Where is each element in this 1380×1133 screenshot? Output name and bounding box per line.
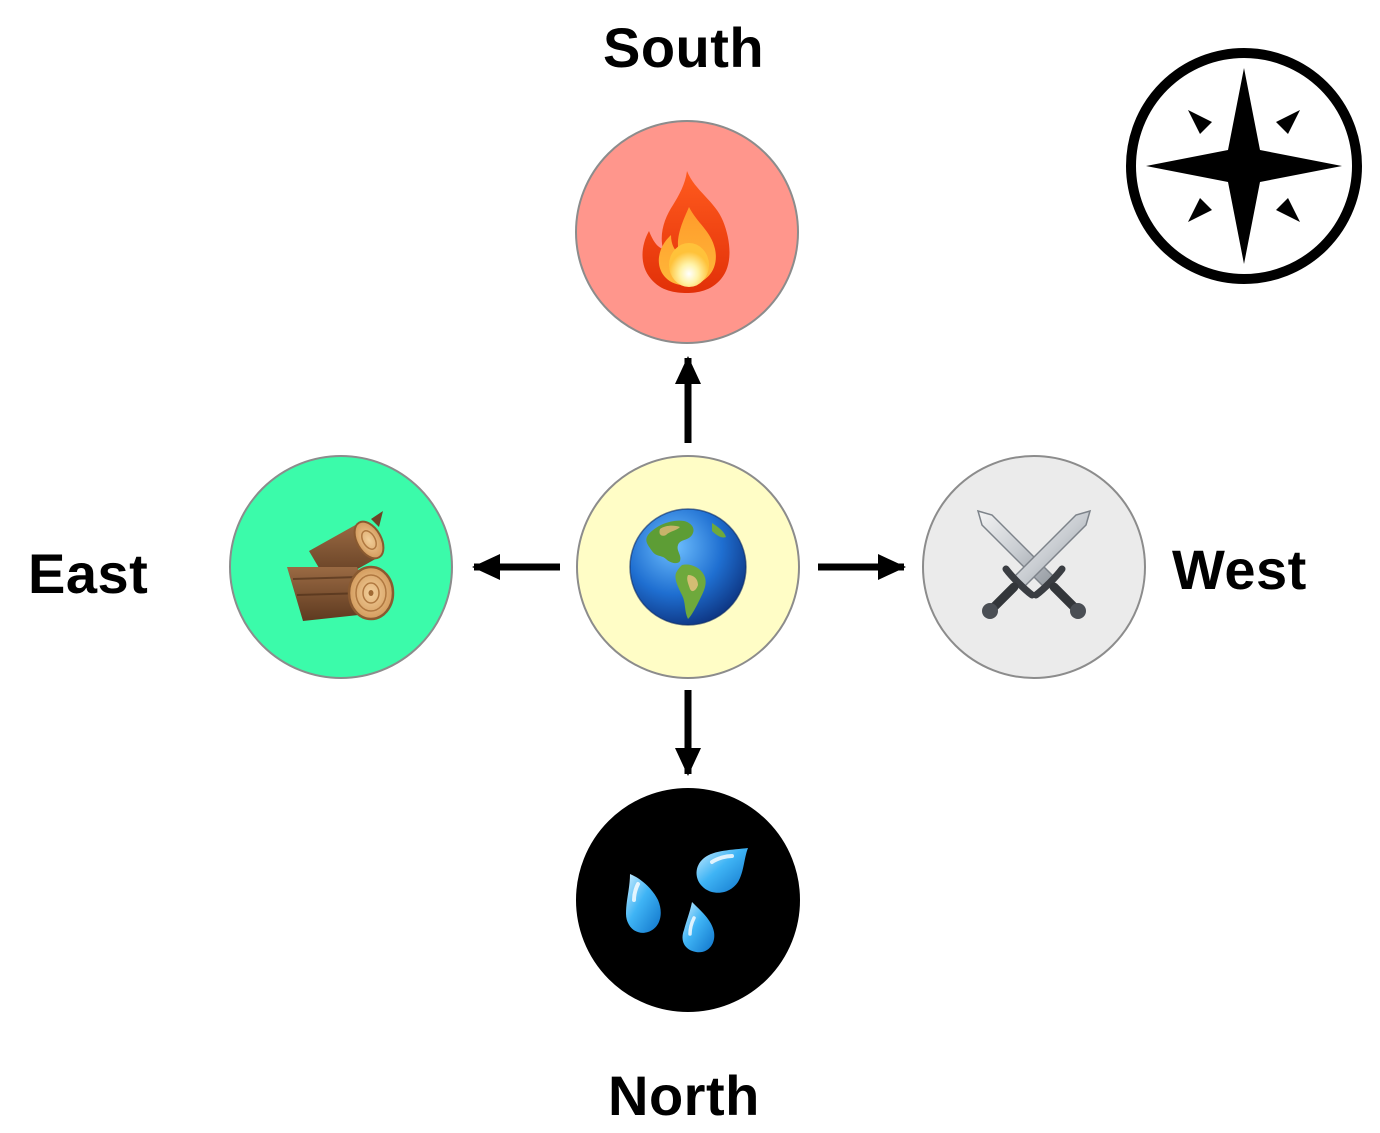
- node-west: [922, 455, 1146, 679]
- crossed-swords-icon: [976, 509, 1092, 619]
- label-east: East: [28, 542, 149, 605]
- label-north: North: [608, 1064, 760, 1127]
- label-west: West: [1172, 538, 1307, 601]
- node-south: [575, 120, 799, 344]
- node-east: [229, 455, 453, 679]
- globe-americas-icon: [629, 508, 747, 626]
- fire-icon: [642, 171, 730, 293]
- compass-rose-icon: [1126, 48, 1362, 284]
- wood-logs-icon: [287, 511, 395, 621]
- water-droplets-icon: [626, 848, 748, 953]
- node-center: [576, 455, 800, 679]
- label-south: South: [603, 16, 765, 79]
- node-north: [576, 788, 800, 1012]
